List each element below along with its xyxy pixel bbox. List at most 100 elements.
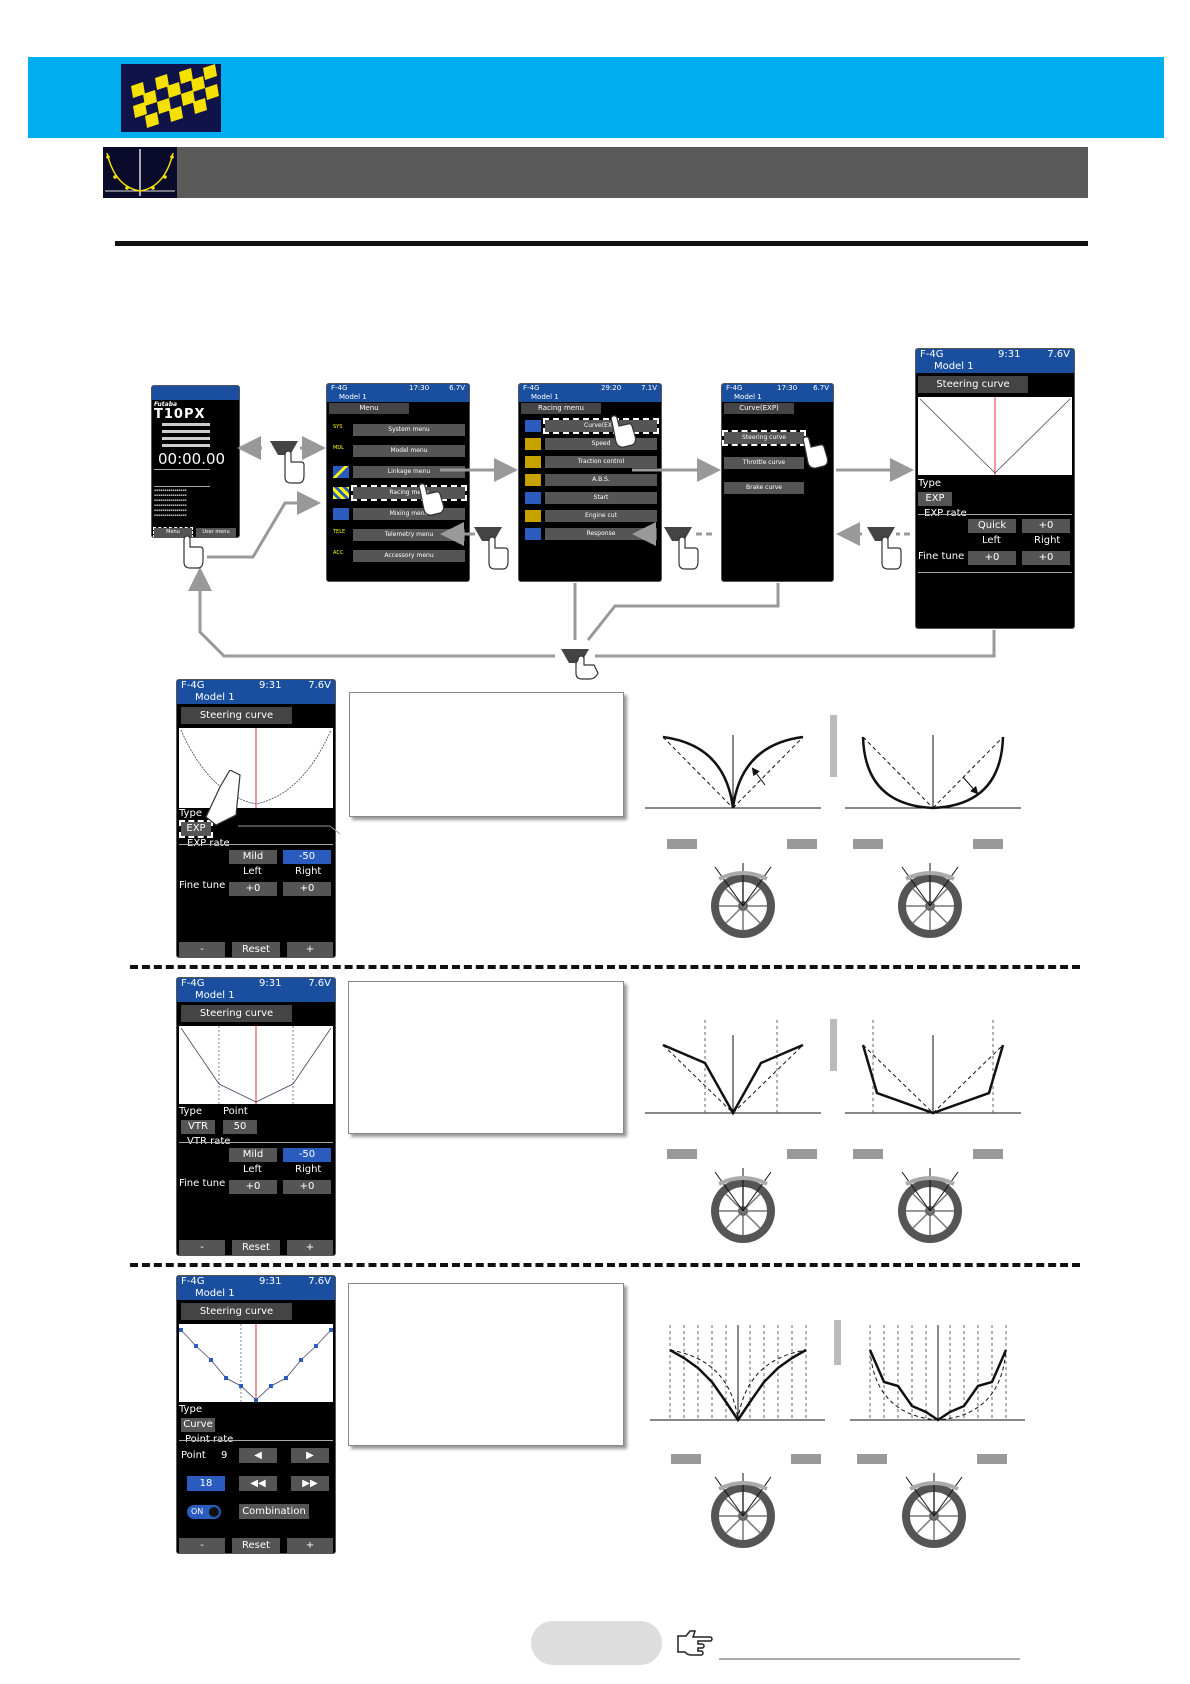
rate-label: Point rate bbox=[185, 1434, 234, 1445]
clock-display: 17:30 bbox=[409, 384, 430, 392]
racing-item-start[interactable]: Start bbox=[545, 492, 657, 504]
fast-forward-icon: ▶▶ bbox=[302, 1478, 318, 1489]
right-label: Right bbox=[295, 1164, 322, 1175]
menu-item-telemetry[interactable]: Telemetry menu bbox=[353, 529, 465, 541]
status-left: F-4G bbox=[523, 384, 540, 392]
curve-item-steering[interactable]: Steering curve bbox=[722, 430, 806, 446]
battery-voltage: 6.7V bbox=[449, 384, 465, 392]
fine-tune-left[interactable]: +0 bbox=[229, 882, 277, 896]
left-label: Left bbox=[243, 866, 262, 877]
reset-button[interactable]: Reset bbox=[232, 942, 280, 957]
system-menu-icon: SYS bbox=[333, 424, 343, 430]
rate-value-button[interactable]: 18 bbox=[187, 1476, 225, 1491]
menu-item-linkage[interactable]: Linkage menu bbox=[353, 466, 465, 478]
battery-voltage: 7.6V bbox=[1047, 349, 1070, 360]
racing-item-abs[interactable]: A.B.S. bbox=[545, 474, 657, 486]
rate-mode-button[interactable]: Mild bbox=[229, 1148, 277, 1162]
type-selector[interactable]: EXP bbox=[918, 492, 952, 506]
type-selector[interactable]: EXP bbox=[179, 820, 213, 838]
rate-value-button[interactable]: -50 bbox=[283, 850, 331, 864]
fine-tune-left[interactable]: +0 bbox=[229, 1180, 277, 1194]
fine-tune-right[interactable]: +0 bbox=[1022, 551, 1070, 565]
combination-toggle[interactable]: ON bbox=[187, 1505, 221, 1519]
screen-title: Steering curve bbox=[181, 1303, 292, 1320]
exp-pointer-hand bbox=[205, 770, 341, 835]
status-left: F-4G bbox=[920, 349, 944, 360]
type-label: Type bbox=[179, 1106, 202, 1117]
fine-tune-right[interactable]: +0 bbox=[283, 882, 331, 896]
section-title-bar bbox=[103, 147, 1088, 198]
point-selector[interactable]: 50 bbox=[223, 1120, 257, 1134]
plus-button[interactable]: + bbox=[287, 942, 333, 957]
screen-title: Steering curve bbox=[181, 707, 292, 724]
reset-button[interactable]: Reset bbox=[232, 1538, 280, 1553]
menu-button[interactable]: Menu bbox=[153, 527, 193, 537]
right-label: Right bbox=[1034, 535, 1061, 546]
left-label: Left bbox=[982, 535, 1001, 546]
vtr-description-box bbox=[348, 981, 624, 1134]
racing-item-traction[interactable]: Traction control bbox=[545, 456, 657, 468]
clock-display: 17:30 bbox=[777, 384, 798, 392]
menu-item-model[interactable]: Model menu bbox=[353, 445, 465, 457]
clock-display: 29:20 bbox=[601, 384, 622, 392]
curve-item-brake[interactable]: Brake curve bbox=[724, 482, 804, 494]
type-selector[interactable]: VTR bbox=[181, 1120, 215, 1134]
reset-button[interactable]: Reset bbox=[232, 1240, 280, 1255]
type-label: Type bbox=[179, 808, 202, 819]
menu-item-accessory[interactable]: Accessory menu bbox=[353, 550, 465, 562]
rate-mode-button[interactable]: Quick bbox=[968, 519, 1016, 533]
user-menu-button[interactable]: User menu bbox=[196, 528, 236, 537]
status-left: F-4G bbox=[726, 384, 743, 392]
minus-button[interactable]: - bbox=[179, 1240, 225, 1255]
plus-button[interactable]: + bbox=[287, 1240, 333, 1255]
brand-logo: Futaba bbox=[154, 401, 178, 408]
curve-description-box bbox=[348, 1283, 624, 1446]
model-name-bar: Model 1 bbox=[177, 692, 335, 704]
clock-display: 9:31 bbox=[259, 1276, 282, 1287]
curve-graph bbox=[179, 1324, 333, 1402]
status-left: F-4G bbox=[181, 680, 205, 691]
minus-button[interactable]: - bbox=[179, 942, 225, 957]
minus-button[interactable]: - bbox=[179, 1538, 225, 1553]
vtr-illustrations bbox=[645, 1019, 1021, 1243]
menu-item-system[interactable]: System menu bbox=[353, 424, 465, 436]
curve-graph bbox=[179, 1026, 333, 1104]
status-left: F-4G bbox=[331, 384, 348, 392]
curve-item-throttle[interactable]: Throttle curve bbox=[724, 457, 804, 469]
section-divider bbox=[130, 965, 1080, 969]
left-label: Left bbox=[243, 1164, 262, 1175]
clock-display: 9:31 bbox=[259, 680, 282, 691]
rate-mode-button[interactable]: Mild bbox=[229, 850, 277, 864]
curve-illustrations bbox=[650, 1320, 1025, 1548]
clock-display: 9:31 bbox=[998, 349, 1021, 360]
racing-menu-icon bbox=[333, 487, 349, 499]
wheel-icon bbox=[711, 863, 775, 938]
timer-display: 00:00.00 bbox=[158, 450, 226, 468]
rate-increase-button[interactable]: ▶▶ bbox=[291, 1476, 329, 1491]
point-next-button[interactable]: ▶ bbox=[291, 1448, 329, 1463]
fine-tune-right[interactable]: +0 bbox=[283, 1180, 331, 1194]
screen-title: Steering curve bbox=[918, 376, 1028, 393]
point-prev-button[interactable]: ◀ bbox=[239, 1448, 277, 1463]
exp-description-box bbox=[349, 692, 624, 817]
rate-value-button[interactable]: -50 bbox=[283, 1148, 331, 1162]
accessory-menu-icon: ACC bbox=[333, 550, 344, 556]
racing-item-engine-cut[interactable]: Engine cut bbox=[545, 510, 657, 522]
plus-button[interactable]: + bbox=[287, 1538, 333, 1553]
rate-decrease-button[interactable]: ◀◀ bbox=[239, 1476, 277, 1491]
wheel-icon bbox=[898, 1168, 962, 1243]
model-name-bar: Model 1 bbox=[916, 361, 1074, 373]
model-name-bar: Model 1 bbox=[722, 393, 833, 402]
screen-title: Racing menu bbox=[521, 403, 601, 414]
rate-value-button[interactable]: +0 bbox=[1022, 519, 1070, 533]
fine-tune-left[interactable]: +0 bbox=[968, 551, 1016, 565]
racing-item-response[interactable]: Response bbox=[545, 528, 657, 540]
fine-tune-label: Fine tune bbox=[179, 880, 226, 891]
combination-button[interactable]: Combination bbox=[239, 1504, 309, 1519]
type-selector[interactable]: Curve bbox=[181, 1418, 215, 1432]
